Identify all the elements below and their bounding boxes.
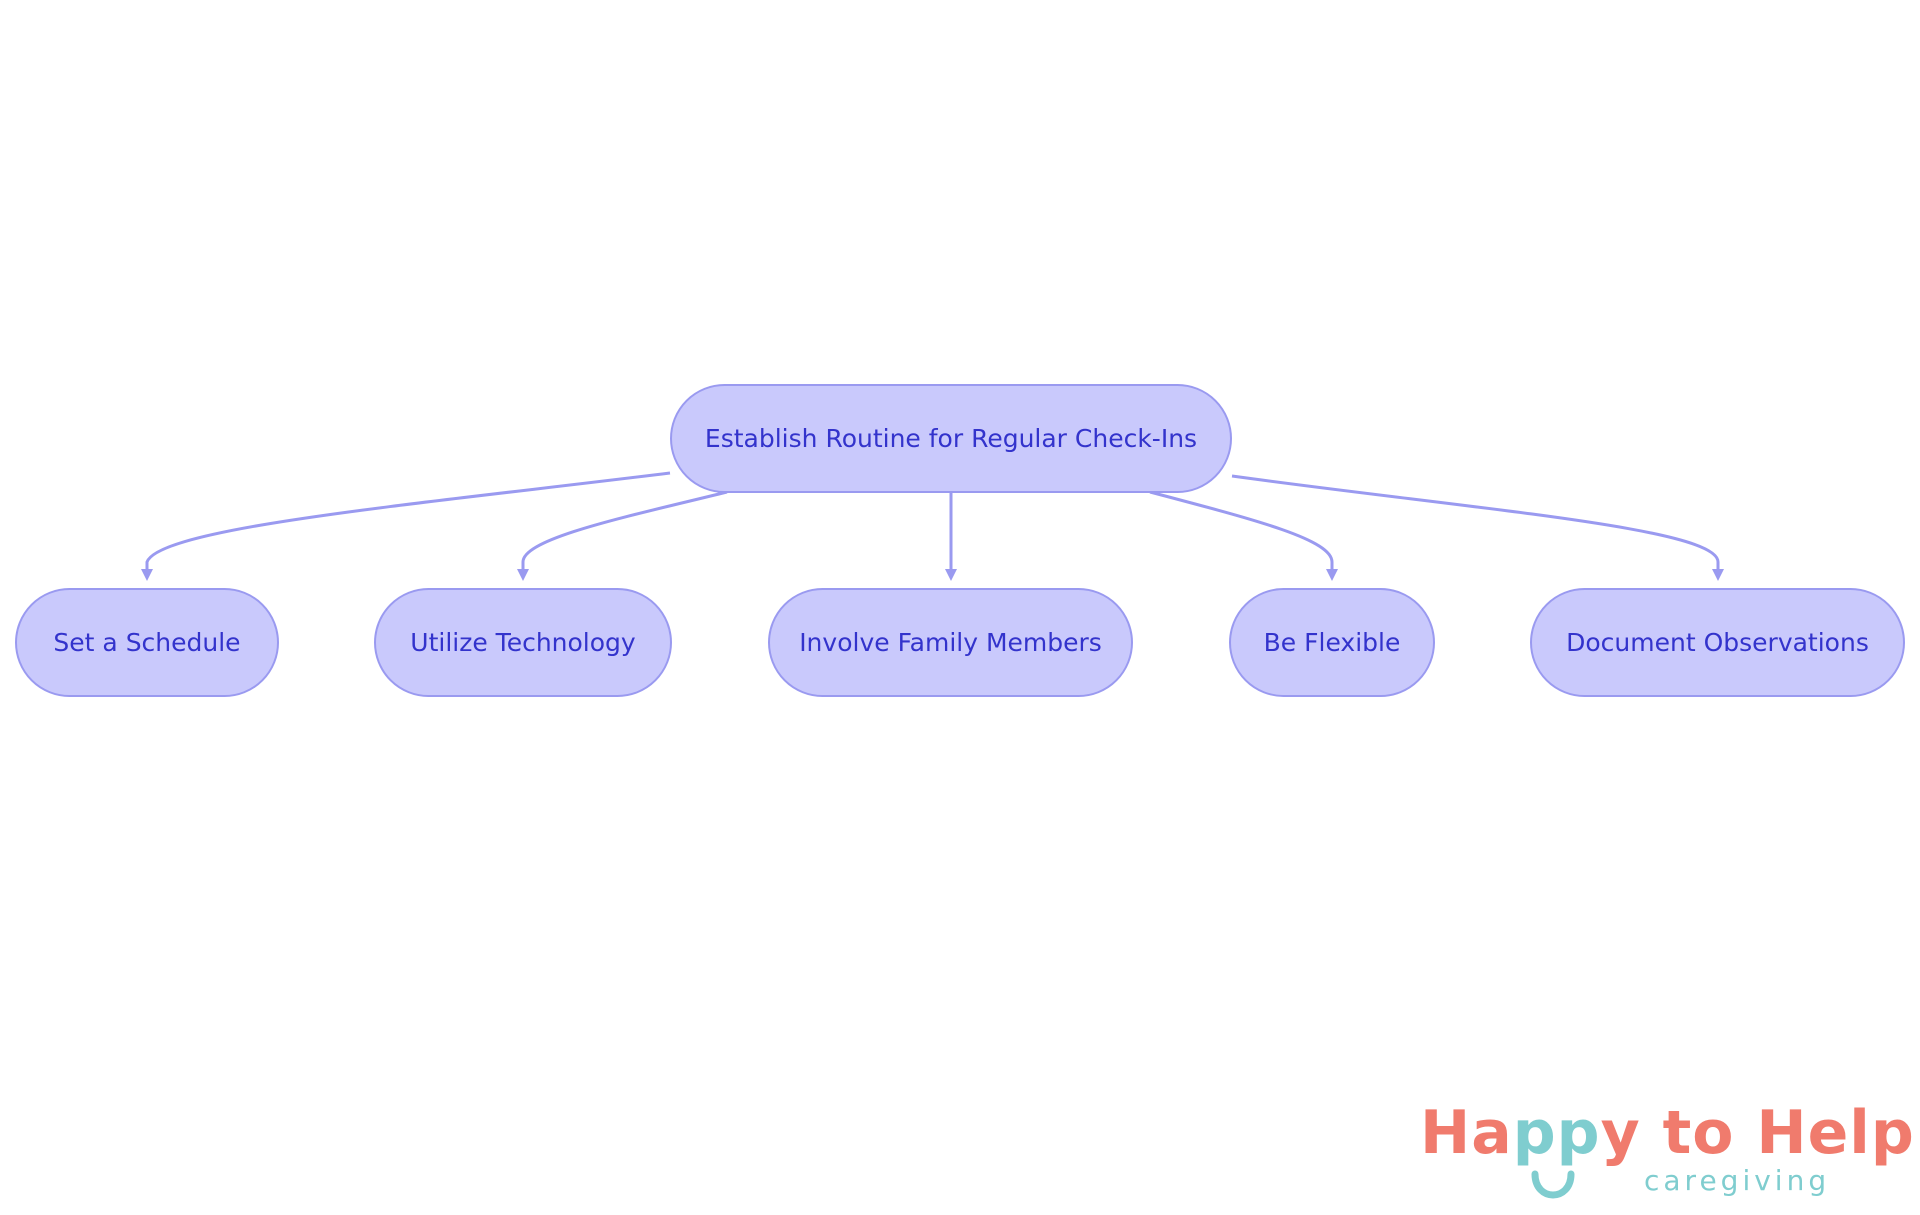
edge-root-to-set-a-schedule [141, 471, 671, 581]
child-node-label: Set a Schedule [53, 628, 241, 657]
logo-title-part3: y to Help [1600, 1098, 1915, 1168]
root-node-label: Establish Routine for Regular Check-Ins [704, 424, 1198, 453]
logo-title-part2: pp [1512, 1098, 1601, 1168]
child-node-involve-family-members: Involve Family Members [768, 588, 1133, 697]
edge-root-to-document-observations [1231, 474, 1724, 581]
child-node-set-a-schedule: Set a Schedule [15, 588, 279, 697]
child-node-label: Be Flexible [1263, 628, 1401, 657]
smile-icon [1531, 1170, 1575, 1199]
logo-subtitle: caregiving [1644, 1164, 1831, 1197]
happy-to-help-logo: Happy to Help caregiving [1420, 1100, 1914, 1205]
child-node-label: Document Observations [1566, 628, 1869, 657]
child-node-be-flexible: Be Flexible [1229, 588, 1435, 697]
child-node-document-observations: Document Observations [1530, 588, 1905, 697]
edge-root-to-utilize-technology [517, 490, 728, 581]
child-node-utilize-technology: Utilize Technology [374, 588, 672, 697]
logo-title: Happy to Help [1420, 1100, 1915, 1166]
child-node-label: Utilize Technology [410, 628, 636, 657]
root-node: Establish Routine for Regular Check-Ins [670, 384, 1232, 493]
edge-root-to-be-flexible [1149, 490, 1338, 581]
child-node-label: Involve Family Members [799, 628, 1102, 657]
logo-title-part1: Ha [1420, 1098, 1513, 1168]
